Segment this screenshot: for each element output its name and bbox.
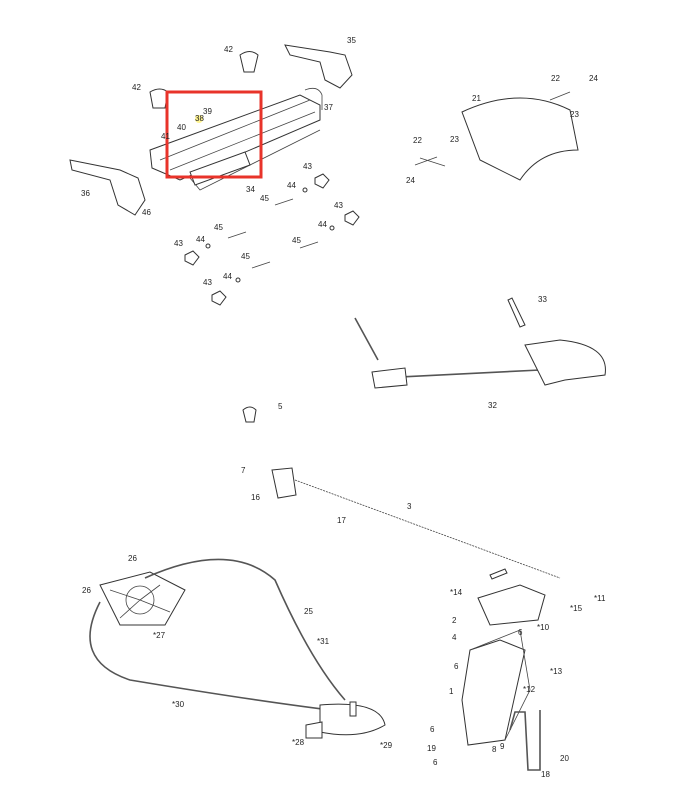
callout: *30 bbox=[172, 700, 185, 709]
callout: *15 bbox=[570, 604, 583, 613]
callout: 39 bbox=[203, 107, 212, 116]
callout: 18 bbox=[541, 770, 550, 779]
callout: 6 bbox=[454, 662, 459, 671]
knob-bolt-hardware bbox=[184, 173, 360, 306]
chute-deflector bbox=[414, 91, 579, 181]
callout: 46 bbox=[142, 208, 151, 217]
callout: 23 bbox=[570, 110, 579, 119]
callout: 35 bbox=[347, 36, 356, 45]
callout: *13 bbox=[550, 667, 563, 676]
callout: 5 bbox=[278, 402, 283, 411]
callout: 4 bbox=[452, 633, 457, 642]
callout: 44 bbox=[196, 235, 205, 244]
callout: 8 bbox=[492, 745, 497, 754]
highlight-marker bbox=[195, 115, 203, 123]
callout: *12 bbox=[523, 685, 536, 694]
callout: 6 bbox=[518, 628, 523, 637]
callout: 25 bbox=[304, 607, 313, 616]
callout: 2 bbox=[452, 616, 457, 625]
callout: 20 bbox=[560, 754, 569, 763]
knob-42b bbox=[149, 88, 169, 109]
callout: *14 bbox=[450, 588, 463, 597]
callout: 42 bbox=[132, 83, 141, 92]
callout: 3 bbox=[407, 502, 412, 511]
callout: 17 bbox=[337, 516, 346, 525]
highlight-box bbox=[165, 90, 263, 179]
callout: 7 bbox=[241, 466, 246, 475]
part-callouts: 35 42 42 39 38 40 41 37 36 46 34 43 44 4… bbox=[81, 36, 606, 779]
callout: 44 bbox=[287, 181, 296, 190]
callout: 40 bbox=[177, 123, 186, 132]
callout: 1 bbox=[449, 687, 454, 696]
callout: 43 bbox=[203, 278, 212, 287]
callout: 45 bbox=[260, 194, 269, 203]
callout: 19 bbox=[427, 744, 436, 753]
callout: *29 bbox=[380, 741, 393, 750]
callout: 26 bbox=[82, 586, 91, 595]
chute-crank bbox=[354, 297, 606, 389]
knob-42a bbox=[239, 51, 259, 73]
callout: 21 bbox=[472, 94, 481, 103]
callout: 43 bbox=[303, 162, 312, 171]
callout: 45 bbox=[241, 252, 250, 261]
handle-bracket-assembly bbox=[149, 87, 323, 191]
callout: 44 bbox=[318, 220, 327, 229]
callout: 24 bbox=[589, 74, 598, 83]
callout: 34 bbox=[246, 185, 255, 194]
callout: 43 bbox=[334, 201, 343, 210]
callout: *31 bbox=[317, 637, 330, 646]
callout: 33 bbox=[538, 295, 547, 304]
callout: 32 bbox=[488, 401, 497, 410]
callout: 9 bbox=[500, 742, 505, 751]
callout: 45 bbox=[214, 223, 223, 232]
discharge-chute bbox=[461, 568, 546, 771]
callout: 16 bbox=[251, 493, 260, 502]
callout: 26 bbox=[128, 554, 137, 563]
callout: 45 bbox=[292, 236, 301, 245]
callout: 23 bbox=[450, 135, 459, 144]
callout: 43 bbox=[174, 239, 183, 248]
callout: 44 bbox=[223, 272, 232, 281]
callout: 42 bbox=[224, 45, 233, 54]
callout: 6 bbox=[430, 725, 435, 734]
remote-chute-control bbox=[89, 558, 386, 739]
callout: 41 bbox=[161, 132, 170, 141]
callout: 6 bbox=[433, 758, 438, 767]
callout: 37 bbox=[324, 103, 333, 112]
callout: 22 bbox=[551, 74, 560, 83]
callout: 36 bbox=[81, 189, 90, 198]
callout: 22 bbox=[413, 136, 422, 145]
control-cable bbox=[242, 406, 561, 579]
callout: *27 bbox=[153, 631, 166, 640]
callout-highlighted: 38 bbox=[195, 114, 204, 123]
callout: *28 bbox=[292, 738, 305, 747]
handle-grip-left bbox=[69, 159, 146, 216]
handle-grip-right bbox=[284, 44, 353, 89]
callout: 24 bbox=[406, 176, 415, 185]
callout: *11 bbox=[594, 594, 606, 603]
callout: *10 bbox=[537, 623, 550, 632]
